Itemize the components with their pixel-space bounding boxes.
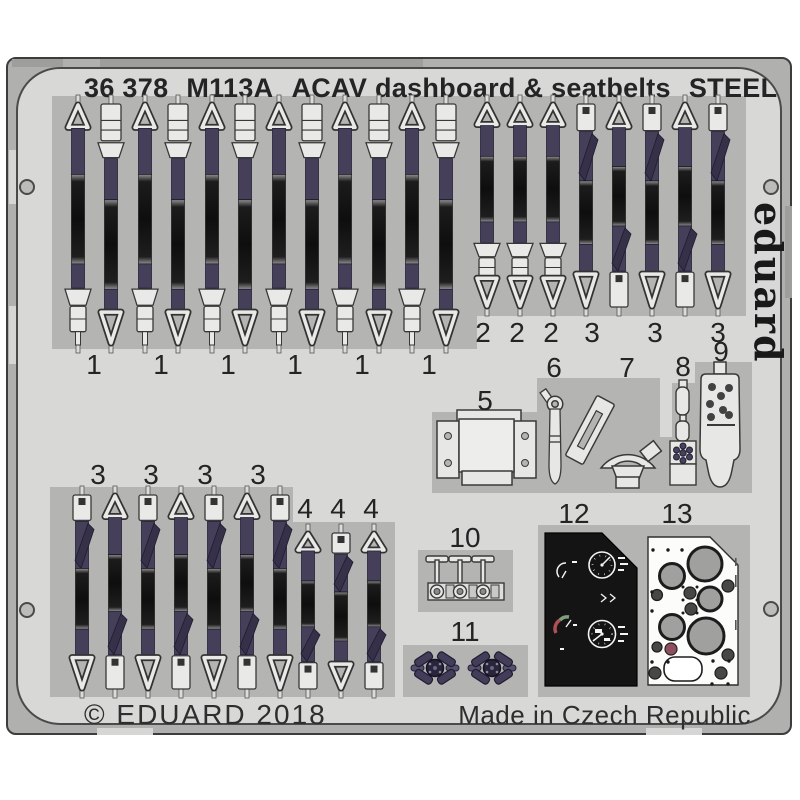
rim-tab <box>100 59 423 67</box>
part-number-label: 9 <box>713 336 729 367</box>
part-number-label: 1 <box>421 349 437 380</box>
part-number-label: 3 <box>250 459 266 490</box>
part-number-label: 3 <box>143 459 159 490</box>
etched-panel <box>538 525 750 697</box>
part-number-label: 8 <box>675 351 691 382</box>
set-name: ACAV dashboard & seatbelts <box>291 73 671 103</box>
part-number-label: 4 <box>363 493 379 524</box>
rim-tab <box>97 728 153 735</box>
etched-panel <box>672 383 695 493</box>
etched-panel <box>52 96 477 349</box>
rim-tab <box>785 206 792 298</box>
screw-hole <box>763 601 779 617</box>
part-number-label: 3 <box>584 317 600 348</box>
part-number-label: 6 <box>546 352 562 383</box>
eduard-logo: eduard <box>746 202 791 364</box>
rim-tab <box>9 150 16 204</box>
etched-panel <box>403 645 528 697</box>
part-number-label: 1 <box>220 349 236 380</box>
part-number-label: 5 <box>477 385 493 416</box>
part-number-label: 2 <box>475 317 491 348</box>
part-number-label: 2 <box>543 317 559 348</box>
part-number-label: 3 <box>90 459 106 490</box>
copyright-text: © EDUARD 2018 <box>84 699 327 730</box>
etched-panel <box>432 412 537 493</box>
part-number-label: 4 <box>297 493 313 524</box>
part-number-label: 3 <box>197 459 213 490</box>
part-number-label: 10 <box>449 522 481 553</box>
part-number-label: 11 <box>450 616 480 647</box>
screw-hole <box>19 179 35 195</box>
etched-panel <box>293 522 395 697</box>
etched-panel <box>660 437 672 493</box>
part-number-label: 3 <box>710 317 726 348</box>
origin-text: Made in Czech Republic <box>458 700 751 730</box>
etched-panel <box>695 362 752 493</box>
etched-panel <box>50 487 293 697</box>
screw-hole <box>19 602 35 618</box>
screw-hole <box>763 179 779 195</box>
part-number-label: 4 <box>330 493 346 524</box>
kit-name: M113A <box>186 73 274 103</box>
part-number-label: 1 <box>153 349 169 380</box>
etched-panel <box>477 96 746 316</box>
part-number-label: 7 <box>619 352 635 383</box>
rim-tab <box>646 728 702 735</box>
rim-tab <box>12 59 63 67</box>
etched-panel <box>418 550 513 612</box>
part-number-label: 13 <box>661 498 693 529</box>
rim-tab <box>9 306 16 364</box>
part-number-label: 1 <box>354 349 370 380</box>
part-number-label: 1 <box>287 349 303 380</box>
part-number-label: 2 <box>509 317 525 348</box>
sheet-header: 36 378 M113A ACAV dashboard & seatbelts … <box>84 73 800 104</box>
etched-panel <box>537 378 660 493</box>
catalog-number: 36 378 <box>84 73 169 103</box>
material-label: STEEL <box>688 73 778 103</box>
part-number-label: 1 <box>86 349 102 380</box>
part-number-label: 3 <box>647 317 663 348</box>
part-number-label: 12 <box>558 498 590 529</box>
